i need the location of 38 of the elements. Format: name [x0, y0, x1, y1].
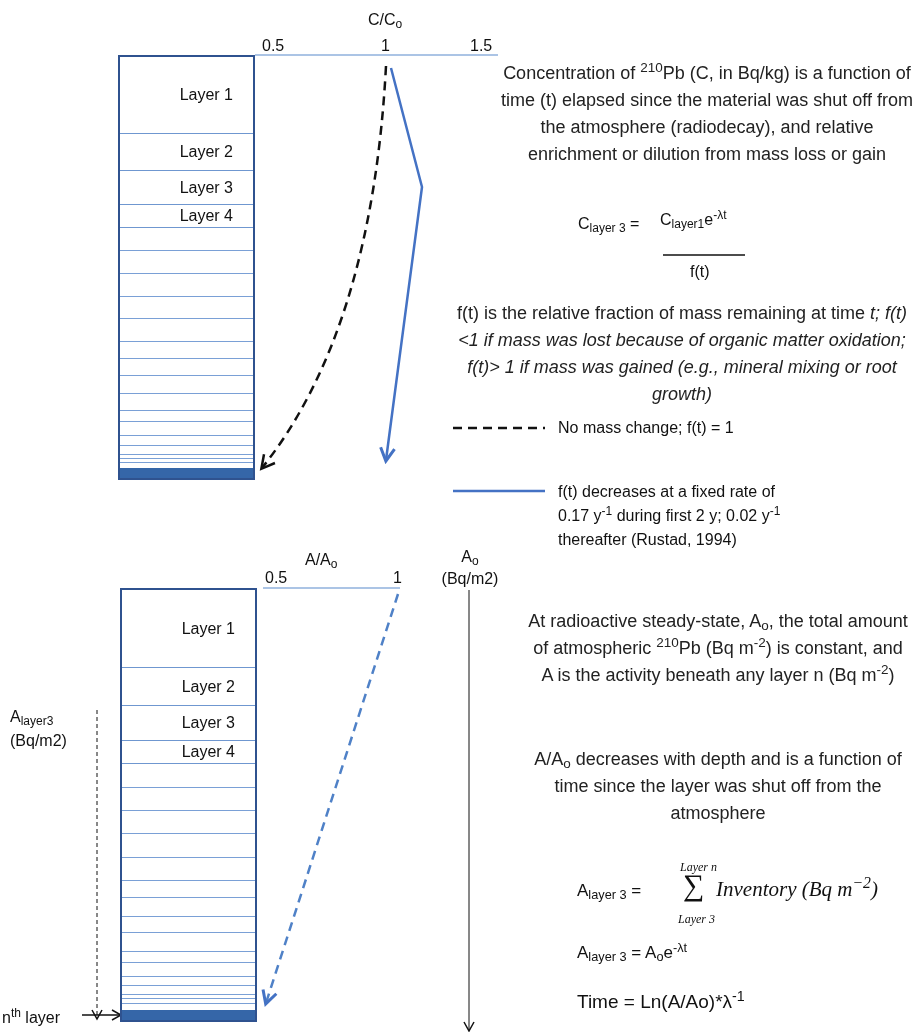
legend-text: f(t) decreases at a fixed rate of 0.17 y$^{-1}$ during first 2 y; 0.02 y$^{-1}$ thereafter (Rustad, 1994) [558, 482, 782, 550]
layer-label: n$^{th}$ layer [2, 1006, 82, 1030]
soil-column [118, 55, 255, 480]
layer-band: Layer 3 [122, 706, 255, 741]
axis-title: A/A$_{o}$ [305, 550, 338, 572]
layer-band: Layer 1 [122, 590, 255, 668]
formula-text: C$_{layer 3}$ = [578, 214, 640, 236]
layer-band: Layer 4 [120, 205, 253, 228]
bottom-layer-bar [122, 1010, 255, 1020]
description-text: Concentration of $^{210}$Pb (C, in Bq/kg) is a function of time (t) elapsed since the material was shut off from the atmosphere (radiodecay), and relative enrichment or dilution from mass loss or gain [500, 60, 914, 166]
description-text: At radioactive steady-state, A$_{o}$, the total amount of atmospheric $^{210}$Pb (Bq m$^{-2}$) is constant, and A is the activity beneath any layer n (Bq m$^{-2}$) [527, 610, 909, 687]
layer-band: Layer 2 [122, 668, 255, 706]
formula-text: A$_{layer 3}$ = A$_{o}$e$^{-λt}$ [577, 940, 688, 966]
soil-column [120, 588, 257, 1022]
formula-text: Layer n [680, 859, 717, 874]
layer-band: Layer 2 [120, 134, 253, 171]
quantity-label: A$_{o}$ (Bq/m2) [440, 547, 500, 589]
description-text: f(t) is the relative fraction of mass remaining at time t; f(t) <1 if mass was lost because of organic matter oxidation; f(t)> 1 if mass was gained (e.g., mineral mixing or root growth) [455, 302, 909, 406]
layer-band: Layer 4 [122, 741, 255, 764]
formula-text: f(t) [690, 262, 710, 282]
formula-text: A$_{layer 3}$ = [577, 880, 642, 904]
axis-tick-label: 1 [381, 36, 390, 56]
formula-text: Layer 3 [678, 911, 715, 928]
axis-tick-label: 1 [393, 568, 402, 588]
axis-tick-label: 0.5 [265, 568, 288, 588]
description-text: A/A$_{o}$ decreases with depth and is a function of time since the layer was shut off from the atmosphere [533, 748, 903, 825]
arrow [81, 1009, 122, 1021]
layer-band: Layer 1 [120, 57, 253, 134]
legend-text: No mass change; f(t) = 1 [558, 418, 735, 438]
axis-title: C/C$_{o}$ [366, 10, 404, 32]
formula-text: Inventory (Bq m$^{−2}$) [716, 874, 878, 903]
bottom-layer-bar [120, 468, 253, 478]
layer-band: Layer 3 [120, 171, 253, 205]
formula-text: C$_{layer1}$e$^{-λt}$ [660, 208, 727, 232]
quantity-label: A$_{layer3}$ (Bq/m2) [10, 707, 68, 751]
axis-tick-label: 0.5 [262, 36, 285, 56]
formula-text: Time = Ln(A/Ao)*λ$^{-1}$ [577, 988, 745, 1014]
axis-tick-label: 1.5 [470, 36, 493, 56]
